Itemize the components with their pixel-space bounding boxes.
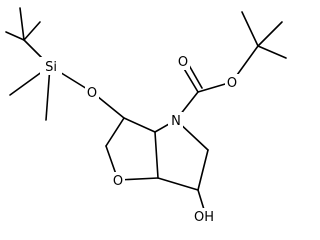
atom-ester-oxygen: O xyxy=(227,76,237,91)
atom-hydroxyl: OH xyxy=(194,210,214,225)
atom-silyl-ether-oxygen: O xyxy=(87,86,97,101)
bond-c6a-c3a xyxy=(154,131,159,179)
atom-labels: Si O N O O O OH xyxy=(40,53,239,225)
bond-tbu-methyl-3 xyxy=(23,21,41,41)
bond-tbu-methyl-b xyxy=(257,45,287,59)
bond-c5-c6 xyxy=(197,149,209,191)
chemical-structure-diagram: Si O N O O O OH xyxy=(5,7,287,225)
bond-tbu-methyl-1 xyxy=(5,31,25,41)
bond-tbu-methyl-2 xyxy=(19,7,25,41)
bond-c3a-c3 xyxy=(123,117,156,133)
bond-c6-c6a xyxy=(157,177,199,191)
bond-c3-c2 xyxy=(105,117,125,147)
bond-tbu-methyl-c xyxy=(257,21,283,47)
atom-carbonyl-oxygen: O xyxy=(178,55,188,70)
bond-tbu-methyl-a xyxy=(241,11,259,47)
atom-ring-nitrogen: N xyxy=(171,114,181,129)
atom-ring-oxygen: O xyxy=(113,174,123,189)
atom-silicon: Si xyxy=(45,60,57,75)
bonds xyxy=(5,7,287,217)
